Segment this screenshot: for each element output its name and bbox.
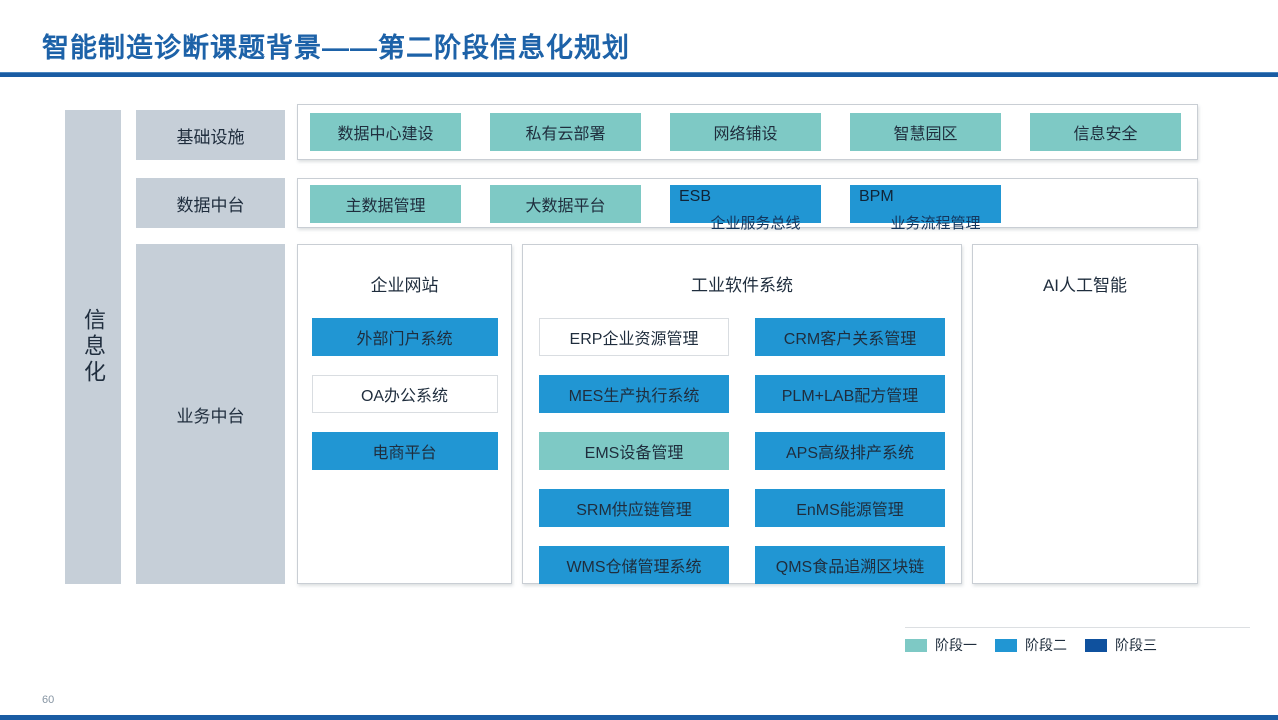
bpm-caption: 业务流程管理	[890, 215, 981, 232]
legend-item-phase1: 阶段一	[905, 635, 977, 655]
industrial-column-header: 工业软件系统	[691, 276, 793, 295]
row-label-business-platform: 业务中台	[136, 244, 285, 584]
phase2-label: 阶段二	[1025, 637, 1067, 653]
box-master-data: 主数据管理	[310, 185, 461, 223]
page-title: 智能制造诊断课题背景——第二阶段信息化规划	[42, 33, 630, 63]
box-smart-park: 智慧园区	[850, 113, 1001, 151]
box-enms: EnMS能源管理	[755, 489, 945, 527]
esb-caption: 企业服务总线	[710, 215, 801, 232]
box-data-center-construction: 数据中心建设	[310, 113, 461, 151]
legend-item-phase3: 阶段三	[1085, 635, 1157, 655]
page-number: 60	[42, 694, 55, 706]
sidebar-label: 信息化	[81, 308, 106, 386]
website-column: 企业网站 外部门户系统 OA办公系统 电商平台	[297, 244, 512, 584]
box-ems: EMS设备管理	[539, 432, 729, 470]
box-ecommerce: 电商平台	[311, 432, 498, 470]
row-label-infrastructure: 基础设施	[136, 110, 285, 160]
box-bpm: BPM 业务流程管理	[850, 185, 1001, 232]
box-plm-lab: PLM+LAB配方管理	[755, 375, 945, 413]
website-column-items: 外部门户系统 OA办公系统 电商平台	[298, 318, 511, 470]
box-big-data: 大数据平台	[490, 185, 641, 223]
sidebar-informatization: 信息化	[65, 110, 121, 584]
box-information-security: 信息安全	[1030, 113, 1181, 151]
phase-legend: 阶段一 阶段二 阶段三	[905, 627, 1250, 655]
phase3-swatch-icon	[1085, 638, 1107, 652]
box-oa-office: OA办公系统	[311, 375, 498, 413]
ai-column-header: AI人工智能	[1042, 276, 1128, 295]
box-external-portal: 外部门户系统	[311, 318, 498, 356]
industrial-column-body: ERP企业资源管理 MES生产执行系统 EMS设备管理 SRM供应链管理 WMS…	[523, 293, 961, 584]
phase1-label: 阶段一	[935, 637, 977, 653]
ai-column: AI人工智能	[972, 244, 1198, 584]
box-aps: APS高级排产系统	[755, 432, 945, 470]
box-esb: ESB 企业服务总线	[670, 185, 821, 232]
phase3-label: 阶段三	[1115, 637, 1157, 653]
box-srm: SRM供应链管理	[539, 489, 729, 527]
legend-item-phase2: 阶段二	[995, 635, 1067, 655]
bpm-code: BPM	[859, 188, 894, 205]
row-label-data-platform: 数据中台	[136, 178, 285, 228]
esb-code: ESB	[679, 188, 712, 205]
box-crm: CRM客户关系管理	[755, 318, 945, 356]
bottom-accent-bar	[0, 715, 1278, 720]
box-mes: MES生产执行系统	[539, 375, 729, 413]
title-underline	[0, 72, 1278, 77]
industrial-software-column: 工业软件系统 ERP企业资源管理 MES生产执行系统 EMS设备管理 SRM供应…	[522, 244, 962, 584]
box-network-laying: 网络铺设	[670, 113, 821, 151]
phase1-swatch-icon	[905, 638, 927, 652]
box-wms: WMS仓储管理系统	[539, 546, 729, 584]
box-qms: QMS食品追溯区块链	[755, 546, 945, 584]
box-private-cloud: 私有云部署	[490, 113, 641, 151]
phase2-swatch-icon	[995, 638, 1017, 652]
infrastructure-container: 数据中心建设 私有云部署 网络铺设 智慧园区 信息安全	[297, 104, 1198, 160]
industrial-right-items: CRM客户关系管理 PLM+LAB配方管理 APS高级排产系统 EnMS能源管理…	[755, 318, 945, 584]
box-erp: ERP企业资源管理	[539, 318, 729, 356]
data-platform-container: 主数据管理 大数据平台 ESB 企业服务总线 BPM 业务流程管理	[297, 178, 1198, 232]
industrial-left-items: ERP企业资源管理 MES生产执行系统 EMS设备管理 SRM供应链管理 WMS…	[539, 318, 729, 584]
website-column-header: 企业网站	[370, 276, 439, 295]
